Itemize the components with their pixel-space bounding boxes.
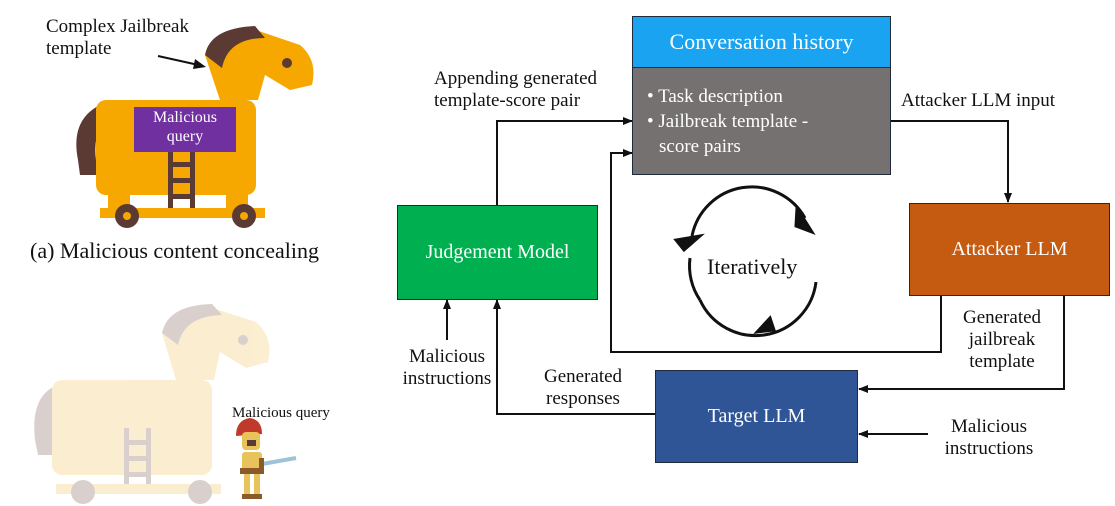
caption-a: (a) Malicious content concealing bbox=[30, 238, 319, 263]
iterative-loop-icon bbox=[688, 185, 818, 338]
feedback-arrow bbox=[610, 149, 942, 353]
iteratively-label: Iteratively bbox=[707, 254, 798, 279]
judgement-model-box: Judgement Model bbox=[397, 205, 598, 300]
mal-instr-left-label: Malicious instructions bbox=[402, 346, 492, 389]
generated-template-label: Generated jailbreak template bbox=[962, 307, 1042, 372]
attacker-input-arrow bbox=[890, 120, 1012, 203]
responses-label: Generated responses bbox=[543, 366, 623, 409]
conversation-item: • Task description bbox=[647, 86, 783, 107]
trojan-horse-icon bbox=[76, 26, 314, 228]
conversation-item: score pairs bbox=[659, 136, 741, 157]
soldier-label: Malicious query bbox=[232, 405, 330, 421]
horse-query-label: Malicious query bbox=[153, 109, 217, 145]
append-arrow bbox=[496, 117, 633, 205]
conversation-item: • Jailbreak template - bbox=[647, 111, 809, 132]
faded-trojan-horse-icon bbox=[34, 304, 270, 504]
soldier-icon bbox=[236, 418, 297, 499]
append-label: Appending generated template-score pair bbox=[434, 68, 598, 111]
conversation-history-header: Conversation history bbox=[632, 16, 891, 68]
generated-template-arrow bbox=[858, 296, 1065, 393]
malicious-query-box bbox=[134, 107, 236, 152]
attacker-input-label: Attacker LLM input bbox=[901, 90, 1056, 111]
attacker-llm-box: Attacker LLM bbox=[909, 203, 1110, 296]
responses-arrow bbox=[493, 299, 655, 415]
target-llm-box: Target LLM bbox=[655, 370, 858, 463]
mal-instr-right-label: Malicious instructions bbox=[944, 416, 1034, 459]
conversation-history-body: • Task description • Jailbreak template … bbox=[632, 67, 891, 175]
template-label: Complex Jailbreak template bbox=[46, 16, 189, 59]
